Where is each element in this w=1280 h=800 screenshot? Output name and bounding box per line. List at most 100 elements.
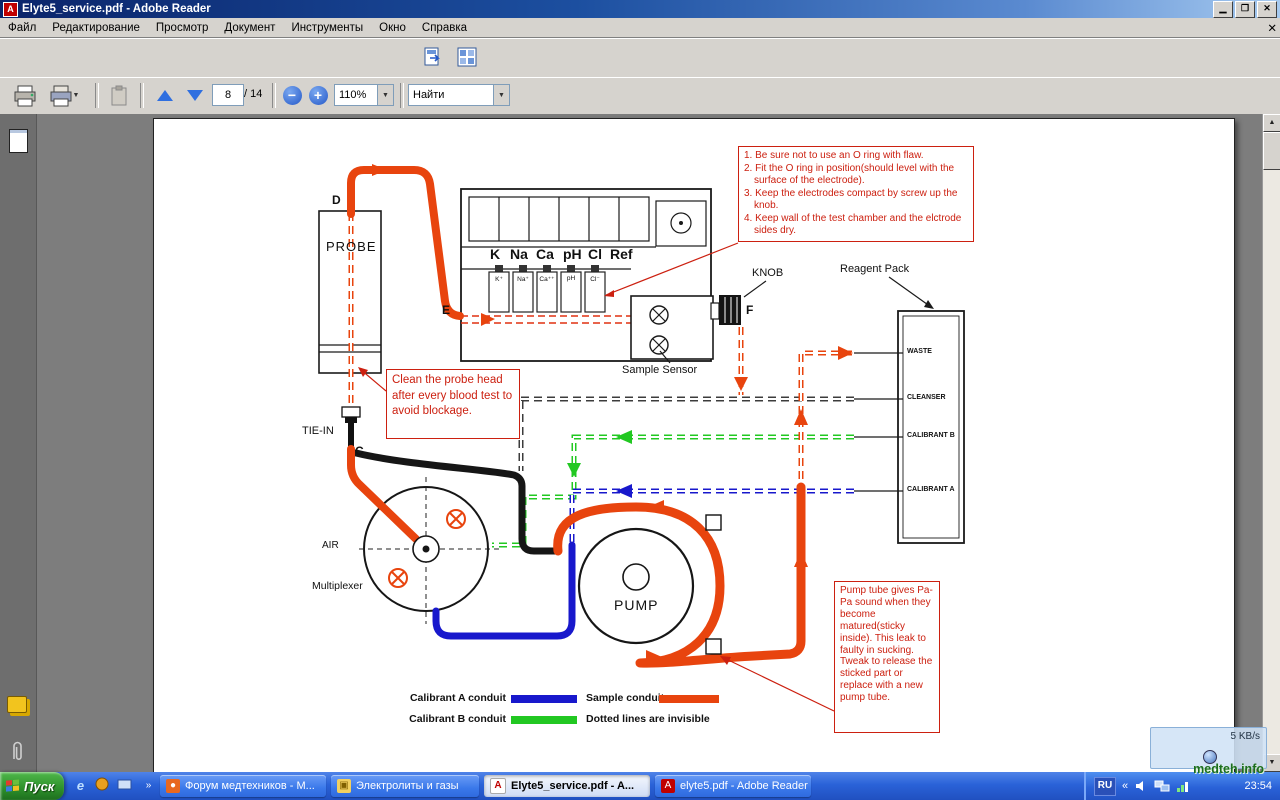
printer-icon	[14, 85, 36, 106]
electrode-label: Ref	[610, 246, 633, 262]
start-label: Пуск	[24, 778, 55, 794]
waste-tube-black	[352, 449, 562, 555]
task-button-elyte5-service[interactable]: A Elyte5_service.pdf - A...	[484, 775, 650, 797]
scroll-up-icon[interactable]: ▲	[1263, 114, 1280, 132]
toolbar-separator	[272, 83, 276, 108]
task-label: Форум медтехников - М...	[185, 780, 315, 792]
zoom-in-button[interactable]: +	[306, 82, 330, 109]
page-convert-icon	[424, 47, 440, 65]
pages-panel-icon[interactable]	[9, 129, 28, 153]
print-options-button[interactable]: ▼	[44, 82, 84, 109]
zoom-out-icon: −	[282, 86, 302, 105]
dropdown-caret-icon: ▼	[72, 92, 80, 99]
pages-view-button[interactable]	[452, 43, 482, 70]
speed-overlay: 5 KB/s	[1150, 727, 1267, 769]
pack-label-calibrant-a: CALIBRANT A	[907, 486, 955, 493]
diagram-canvas	[318, 164, 965, 712]
clock[interactable]: 23:54	[1244, 780, 1272, 792]
quick-launch-icon[interactable]	[116, 777, 133, 794]
convert-pdf-button[interactable]	[418, 43, 448, 70]
sample-tube-probe-to-chamber	[347, 166, 464, 320]
document-close-icon[interactable]: ✕	[1267, 22, 1277, 35]
probe-note: Clean the probe head after every blood t…	[386, 369, 520, 439]
task-button-folder[interactable]: ▣ Электролиты и газы	[331, 775, 479, 797]
find-value: Найти	[413, 89, 445, 101]
adobe-reader-icon: A	[3, 1, 18, 17]
quick-launch-expand-icon[interactable]: »	[145, 780, 152, 791]
arrow-down-icon	[187, 90, 203, 101]
legend-calibrant-a-swatch	[511, 695, 577, 703]
attachments-panel-icon[interactable]	[9, 739, 25, 765]
pack-label-calibrant-b: CALIBRANT B	[907, 432, 955, 439]
restore-button[interactable]: ❐	[1235, 0, 1255, 18]
electrode-small-label: K⁺	[495, 276, 503, 283]
tube-core	[571, 490, 854, 545]
reagent-pack-shape	[854, 310, 965, 544]
task-button-elyte5[interactable]: A elyte5.pdf - Adobe Reader	[655, 775, 811, 797]
find-input[interactable]: Найти ▼	[408, 84, 510, 106]
network-icon[interactable]	[1154, 779, 1170, 793]
task-label: elyte5.pdf - Adobe Reader	[680, 780, 808, 792]
toolbar-separator	[140, 83, 144, 108]
zoom-out-button[interactable]: −	[280, 82, 304, 109]
quick-launch-icon[interactable]	[94, 777, 111, 794]
electrode-small-label: Ca⁺⁺	[539, 276, 555, 283]
windows-logo-icon	[6, 779, 20, 792]
legend-sample-swatch	[659, 695, 719, 703]
toolbar-separator	[400, 83, 404, 108]
electrode-label: pH	[563, 246, 582, 262]
chevron-down-icon: ▼	[493, 85, 509, 105]
air-label: AIR	[322, 540, 339, 551]
sample-sensor-label: Sample Sensor	[622, 364, 698, 376]
internet-explorer-icon[interactable]: e	[76, 778, 85, 793]
point-label-e: E	[442, 303, 451, 317]
tube-core	[520, 398, 854, 471]
menu-tools[interactable]: Инструменты	[291, 21, 364, 34]
zoom-level-select[interactable]: 110% ▼	[334, 84, 394, 106]
tie-in-shape	[341, 406, 361, 449]
page-number-input[interactable]	[212, 84, 244, 106]
menu-document[interactable]: Документ	[224, 21, 276, 34]
close-button[interactable]: ✕	[1257, 0, 1277, 18]
electrode-label: Cl	[588, 246, 602, 262]
document-area: ▲ ▼	[0, 114, 1280, 774]
scrollbar-thumb[interactable]	[1263, 132, 1280, 170]
menu-file[interactable]: Файл	[8, 21, 37, 34]
legend-calibrant-b-label: Calibrant B conduit	[409, 713, 506, 725]
knob-shape	[710, 280, 767, 325]
pdf-icon: A	[661, 779, 675, 793]
watermark: medteh.info	[1193, 762, 1264, 776]
pdf-icon: A	[490, 778, 506, 794]
electrode-label: Ca	[536, 246, 554, 262]
note-line: 1. Be sure not to use an O ring with fla…	[744, 150, 924, 161]
menu-help[interactable]: Справка	[421, 21, 468, 34]
leader-lines	[358, 242, 934, 712]
signal-icon[interactable]	[1176, 779, 1190, 793]
point-label-f: F	[746, 303, 754, 317]
task-button-forum[interactable]: ● Форум медтехников - М...	[160, 775, 326, 797]
title-bar: A Elyte5_service.pdf - Adobe Reader ▁ ❐ …	[0, 0, 1280, 18]
menu-view[interactable]: Просмотр	[155, 21, 209, 34]
print-button[interactable]	[10, 82, 40, 109]
snapshot-button[interactable]	[104, 82, 134, 109]
menu-edit[interactable]: Редактирование	[52, 21, 140, 34]
next-page-button[interactable]	[180, 82, 210, 109]
note-line: 2. Fit the O ring in position(should lev…	[744, 162, 955, 187]
menu-window[interactable]: Окно	[379, 21, 406, 34]
multiplexer-label: Multiplexer	[312, 580, 363, 592]
minimize-button[interactable]: ▁	[1213, 0, 1233, 18]
tube-core	[800, 352, 852, 479]
vertical-scrollbar[interactable]: ▲ ▼	[1262, 114, 1280, 772]
language-indicator[interactable]: RU	[1094, 776, 1116, 796]
pump-note: Pump tube gives Pa-Pa sound when they be…	[834, 581, 940, 733]
pack-label-cleanser: CLEANSER	[907, 394, 946, 401]
start-button[interactable]: Пуск	[0, 772, 64, 800]
electrode-small-label: Cl⁻	[590, 276, 600, 283]
volume-icon[interactable]	[1134, 779, 1148, 793]
collapse-tray-icon[interactable]: «	[1122, 780, 1129, 792]
previous-page-button[interactable]	[150, 82, 180, 109]
taskbar: Пуск e » ● Форум медтехников - М... ▣ Эл…	[0, 772, 1280, 800]
electrode-label: K	[490, 246, 501, 262]
electrode-small-label: Na⁺	[517, 276, 529, 283]
comments-panel-icon[interactable]	[7, 696, 27, 713]
